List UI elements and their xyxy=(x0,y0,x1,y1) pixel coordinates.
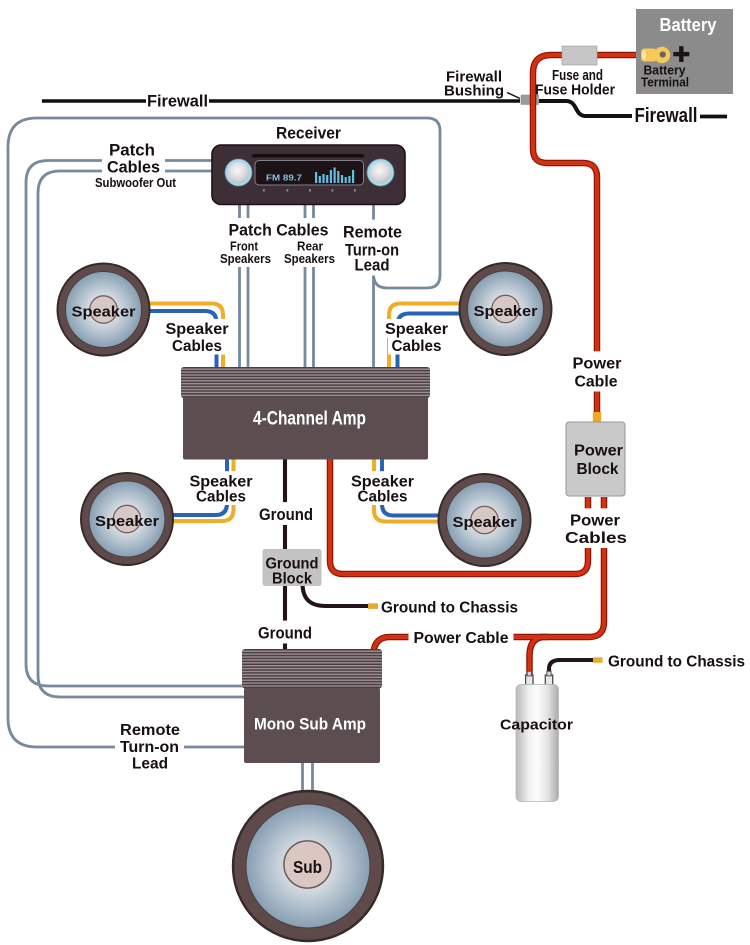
svg-text:Bushing: Bushing xyxy=(444,84,504,100)
svg-text:Speaker: Speaker xyxy=(166,321,229,338)
svg-text:Fuse and: Fuse and xyxy=(552,68,603,84)
svg-text:Cables: Cables xyxy=(565,530,627,547)
svg-text:Battery: Battery xyxy=(644,63,687,78)
svg-text:FM 89.7: FM 89.7 xyxy=(266,173,302,183)
svg-text:Ground: Ground xyxy=(259,505,313,524)
svg-text:Speaker: Speaker xyxy=(385,321,448,338)
svg-text:Block: Block xyxy=(577,461,619,478)
svg-text:Fuse Holder: Fuse Holder xyxy=(535,83,615,99)
svg-text:Turn-on: Turn-on xyxy=(345,241,399,260)
svg-text:Cables: Cables xyxy=(392,338,442,355)
svg-text:Speaker: Speaker xyxy=(95,513,159,530)
svg-text:Capacitor: Capacitor xyxy=(500,717,573,734)
svg-text:Lead: Lead xyxy=(132,756,168,773)
svg-text:Front: Front xyxy=(230,240,259,254)
svg-text:Power Cable: Power Cable xyxy=(414,630,509,647)
svg-text:Power: Power xyxy=(574,443,623,460)
svg-text:Speaker: Speaker xyxy=(72,304,136,321)
svg-text:Turn-on: Turn-on xyxy=(120,739,179,756)
svg-text:Speakers: Speakers xyxy=(284,252,335,266)
svg-text:Mono Sub Amp: Mono Sub Amp xyxy=(254,716,366,734)
svg-text:Speaker: Speaker xyxy=(351,474,414,491)
svg-text:Ground: Ground xyxy=(266,556,319,573)
svg-text:Sub: Sub xyxy=(293,857,322,877)
svg-text:Subwoofer Out: Subwoofer Out xyxy=(95,176,177,190)
svg-text:Rear: Rear xyxy=(297,240,323,254)
svg-text:Terminal: Terminal xyxy=(641,75,689,90)
svg-text:Ground to Chassis: Ground to Chassis xyxy=(608,654,745,671)
svg-text:Battery: Battery xyxy=(660,15,717,35)
svg-text:Speaker: Speaker xyxy=(474,303,538,320)
svg-text:Firewall: Firewall xyxy=(635,105,698,127)
svg-text:Cables: Cables xyxy=(172,338,222,355)
svg-text:Cable: Cable xyxy=(575,374,618,391)
svg-text:4-Channel Amp: 4-Channel Amp xyxy=(253,409,366,430)
svg-text:Patch: Patch xyxy=(109,141,155,160)
svg-text:Remote: Remote xyxy=(343,223,402,242)
svg-text:Power: Power xyxy=(573,356,622,373)
svg-text:Firewall: Firewall xyxy=(147,92,208,111)
svg-text:Remote: Remote xyxy=(120,722,180,739)
svg-text:Firewall: Firewall xyxy=(446,70,502,86)
svg-text:Cables: Cables xyxy=(196,489,246,506)
svg-text:Cables: Cables xyxy=(358,489,408,506)
svg-text:Speaker: Speaker xyxy=(453,514,517,531)
svg-text:Patch Cables: Patch Cables xyxy=(229,222,329,240)
svg-text:Block: Block xyxy=(272,571,312,588)
svg-text:Lead: Lead xyxy=(355,256,390,275)
svg-text:Ground to Chassis: Ground to Chassis xyxy=(381,600,518,617)
svg-text:Ground: Ground xyxy=(258,624,312,643)
svg-text:Speakers: Speakers xyxy=(220,252,271,266)
svg-text:Cables: Cables xyxy=(107,158,160,177)
svg-text:Power: Power xyxy=(570,513,620,530)
svg-text:Receiver: Receiver xyxy=(276,124,341,143)
svg-text:Speaker: Speaker xyxy=(190,474,253,491)
